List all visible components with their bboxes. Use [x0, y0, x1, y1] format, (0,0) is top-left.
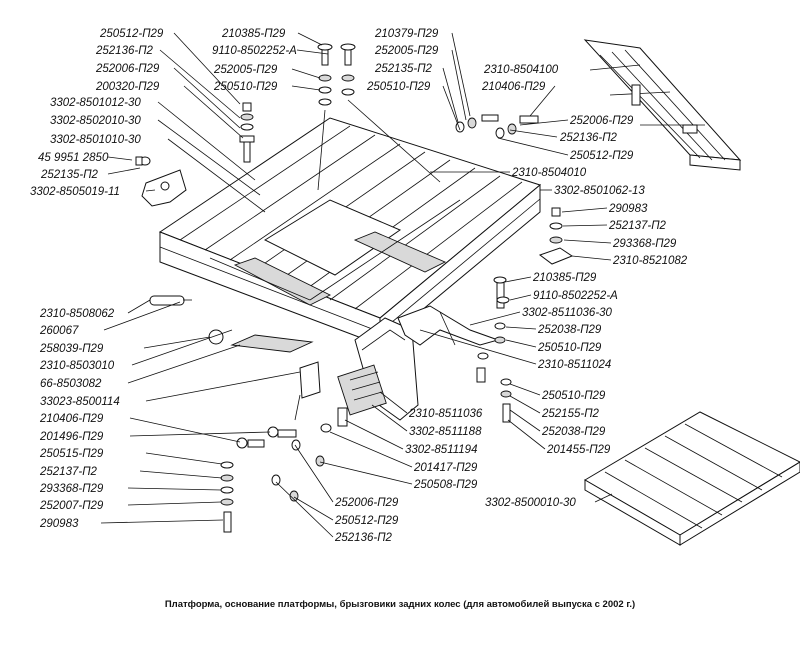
cargo-platform: [158, 117, 542, 347]
part-label: 252006-П29: [569, 115, 634, 127]
part-label: 33023-8500114: [40, 396, 120, 408]
part-label: 250512-П29: [334, 515, 399, 527]
part-label: 252006-П29: [334, 497, 399, 509]
figure-caption: Платформа, основание платформы, брызгови…: [164, 599, 636, 610]
part-label: 3302-8511188: [409, 426, 482, 438]
platform-assembly-3302-8500010-30: [584, 411, 800, 546]
part-label: 3302-8511194: [405, 444, 477, 456]
part-label: 3302-8500010-30: [485, 497, 576, 509]
part-label: 252005-П29: [213, 64, 278, 76]
part-label: 45 9951 2850: [38, 152, 109, 164]
tow-hook: [141, 169, 187, 207]
part-label: 290983: [39, 518, 79, 530]
part-label: 252136-П2: [334, 532, 393, 544]
part-label: 258039-П29: [39, 343, 104, 355]
part-label: 210406-П29: [481, 81, 546, 93]
part-label: 252137-П2: [39, 466, 98, 478]
part-label: 252155-П2: [541, 408, 600, 420]
part-label: 200320-П29: [95, 81, 160, 93]
part-label: 293368-П29: [612, 238, 677, 250]
part-label: 293368-П29: [39, 483, 104, 495]
part-label: 250510-П29: [213, 81, 278, 93]
part-label: 2310-8503010: [39, 360, 115, 372]
part-label: 201455-П29: [546, 444, 611, 456]
part-label: 252038-П29: [541, 426, 606, 438]
part-label: 210379-П29: [374, 28, 439, 40]
part-label: 210385-П29: [221, 28, 286, 40]
part-label: 3302-8511036-30: [522, 307, 613, 319]
part-label: 252135-П2: [40, 169, 99, 181]
part-label: 252005-П29: [374, 45, 439, 57]
part-label: 2310-8504010: [511, 167, 587, 179]
part-label: 252136-П2: [95, 45, 154, 57]
part-label: 260067: [39, 325, 79, 337]
part-label: 252038-П29: [537, 324, 602, 336]
part-label: 9110-8502252-А: [212, 45, 297, 57]
part-label: 250510-П29: [537, 342, 602, 354]
part-label: 3302-8502010-30: [50, 115, 141, 127]
part-label: 252006-П29: [95, 63, 160, 75]
part-label: 252137-П2: [608, 220, 667, 232]
part-label: 2310-8511036: [408, 408, 483, 420]
part-label: 3302-8505019-11: [30, 186, 120, 198]
mudguard-bracket: [397, 305, 500, 346]
part-label: 2310-8511024: [537, 359, 611, 371]
part-label: 201496-П29: [39, 431, 104, 443]
part-label: 250510-П29: [366, 81, 431, 93]
part-label: 250512-П29: [99, 28, 164, 40]
part-label: 252135-П2: [374, 63, 433, 75]
part-label: 250515-П29: [39, 448, 104, 460]
part-label: 3302-8501062-13: [554, 185, 645, 197]
part-label: 250512-П29: [569, 150, 634, 162]
part-label: 252007-П29: [39, 500, 104, 512]
part-label: 3302-8501012-30: [50, 97, 141, 109]
part-label: 9110-8502252-А: [533, 290, 618, 302]
part-label: 3302-8501010-30: [50, 134, 141, 146]
rear-mudguard: [337, 317, 419, 421]
lever-pin: [149, 295, 224, 345]
part-label: 2310-8504100: [483, 64, 559, 76]
part-label: 250510-П29: [541, 390, 606, 402]
part-labels: 250512-П29 252136-П2 252006-П29 200320-П…: [30, 28, 688, 544]
side-board-2310-8504100: [583, 39, 742, 171]
part-label: 2310-8521082: [612, 255, 688, 267]
part-label: 210385-П29: [532, 272, 597, 284]
leader-lines: [100, 32, 613, 538]
part-label: 2310-8508062: [39, 308, 115, 320]
part-label: 201417-П29: [413, 462, 478, 474]
part-label: 250508-П29: [413, 479, 478, 491]
bumper-bracket: [230, 334, 321, 421]
fasteners: [135, 43, 574, 533]
part-label: 252136-П2: [559, 132, 618, 144]
part-label: 66-8503082: [40, 378, 102, 390]
part-label: 290983: [608, 203, 648, 215]
part-label: 210406-П29: [39, 413, 104, 425]
